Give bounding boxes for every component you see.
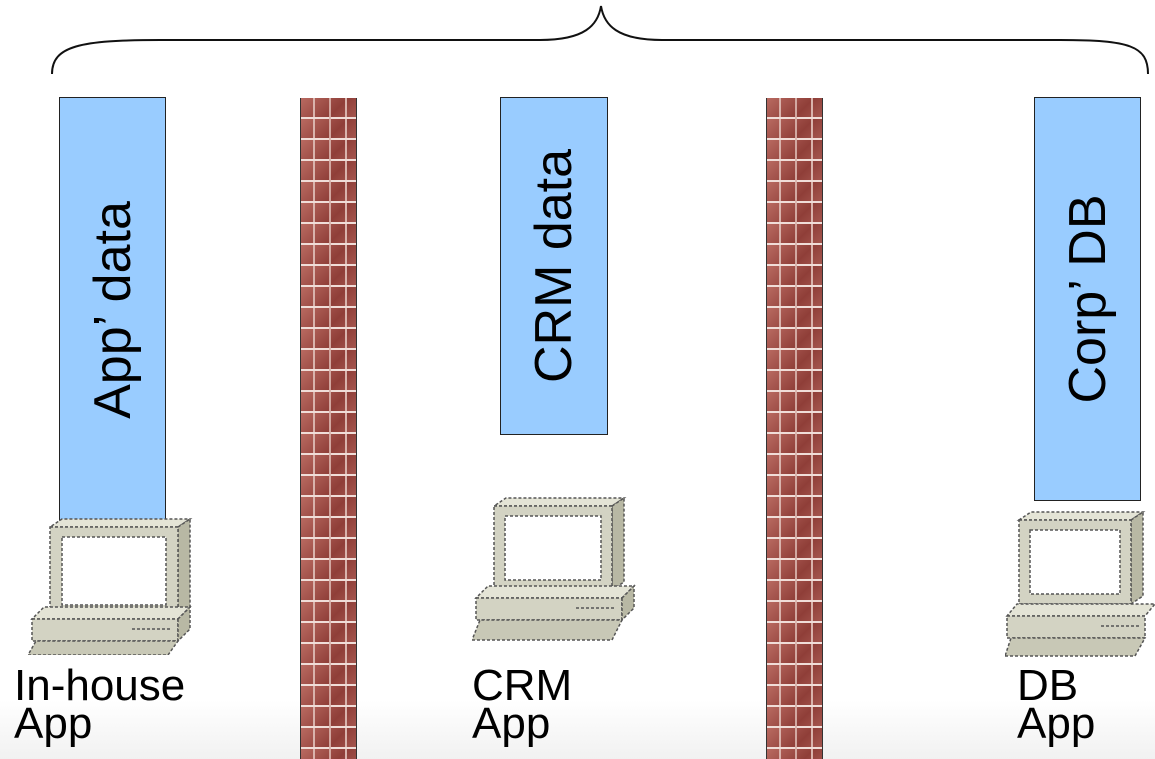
crm-label-line1: CRM: [472, 661, 573, 710]
crm-computer-icon: [472, 496, 636, 641]
firewall-right: [766, 98, 823, 759]
crm-data-label: CRM data: [525, 148, 583, 384]
db-app-label: DB App: [1017, 661, 1096, 748]
app-data-label: App’ data: [83, 200, 142, 419]
crm-app-label: CRM App: [472, 661, 573, 748]
db-label-line1: DB: [1017, 661, 1079, 710]
inhouse-label-line2: App: [14, 699, 93, 748]
background-fade: [0, 700, 1155, 759]
corp-db-box: Corp’ DB: [1034, 97, 1141, 501]
app-data-box: App’ data: [59, 97, 166, 522]
inhouse-label-line1: In-house: [14, 661, 186, 710]
firewall-left: [300, 98, 357, 759]
inhouse-app-label: In-house App: [14, 661, 186, 748]
crm-label-line2: App: [472, 699, 551, 748]
db-computer-icon: [1005, 510, 1155, 657]
crm-data-box: CRM data: [500, 97, 608, 435]
inhouse-computer-icon: [28, 517, 193, 655]
corp-db-label: Corp’ DB: [1058, 194, 1117, 404]
db-label-line2: App: [1017, 699, 1096, 748]
brace-icon: [51, 5, 1149, 75]
